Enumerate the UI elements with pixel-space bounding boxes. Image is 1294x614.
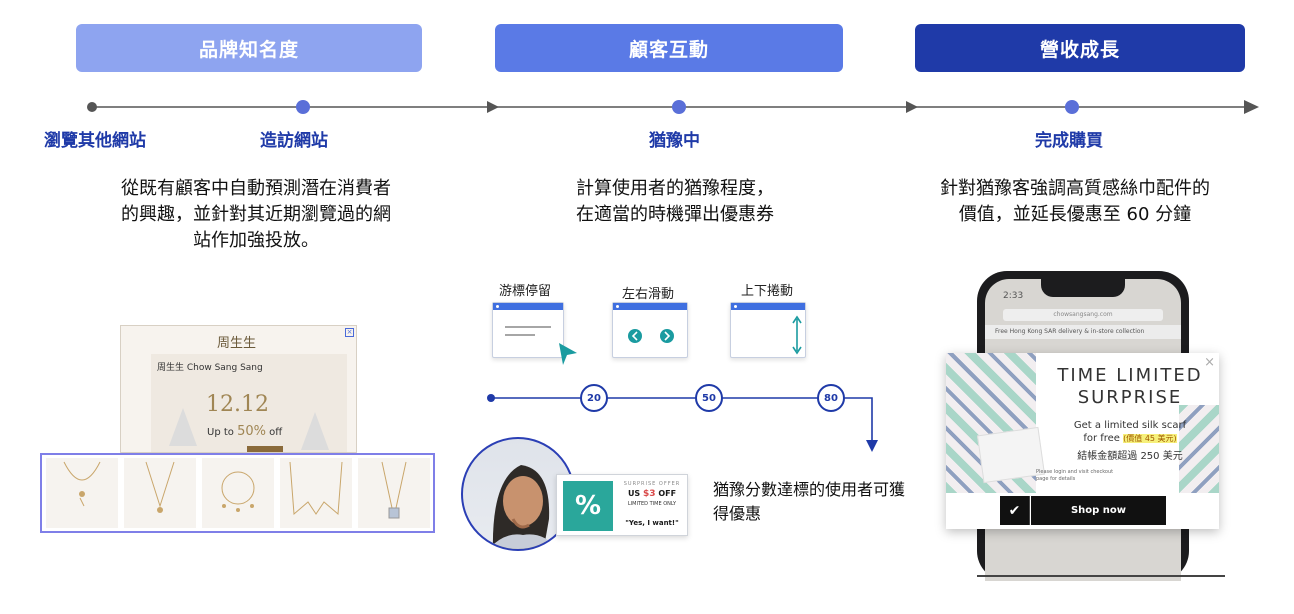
timeline-arrow-1	[487, 101, 499, 113]
ad-offer: Up to 50% off	[207, 424, 282, 439]
popup-subtitle: Get a limited silk scarf for free (價值 45…	[1041, 419, 1219, 445]
chevron-right-icon	[660, 329, 674, 343]
phone-banner: Free Hong Kong SAR delivery & in-store c…	[985, 325, 1181, 339]
desc-growth: 針對猶豫客強調高質感絲巾配件的 價值，並延長優惠至 60 分鐘	[890, 176, 1260, 228]
ad-brand: 周生生 Chow Sang Sang	[157, 363, 263, 373]
shop-now-button[interactable]: Shop now	[1031, 496, 1166, 525]
timeline-dot-hesitate	[672, 100, 686, 114]
scroll-window	[730, 302, 806, 358]
cursor-icon	[559, 343, 577, 365]
desc-awareness: 從既有顧客中自動預測潛在消費者 的興趣，並針對其近期瀏覽過的網 站作加強投放。	[70, 176, 442, 254]
timeline-arrow-2	[906, 101, 918, 113]
desc-engagement-line-2: 在適當的時機彈出優惠券	[576, 204, 774, 225]
chevron-left-icon	[628, 329, 642, 343]
behavior-swipe-label: 左右滑動	[622, 287, 675, 302]
timeline-dot-visit	[296, 100, 310, 114]
stage-customer-engagement: 顧客互動	[495, 24, 843, 72]
coupon-kicker: SURPRISE OFFER	[623, 481, 681, 487]
surprise-popup: × TIME LIMITED SURPRISE Get a limited si…	[946, 353, 1219, 529]
ad-offer-prefix: Up to	[207, 427, 234, 438]
popup-fine-line-1: Please login and visit checkout	[1036, 469, 1114, 475]
timeline	[87, 100, 1259, 114]
desc-growth-line-1: 針對猶豫客強調高質感絲巾配件的	[940, 178, 1210, 199]
window-bar	[731, 303, 805, 310]
ad-offer-pct: 50%	[237, 424, 266, 439]
check-icon[interactable]: ✔	[1000, 496, 1030, 525]
desc-awareness-line-3: 站作加強投放。	[193, 230, 319, 251]
timeline-dot-purchase	[1065, 100, 1079, 114]
ad-close-icon: ×	[345, 328, 354, 337]
score-80: 80	[817, 384, 845, 412]
necklace-image	[280, 458, 352, 528]
popup-sub-line-2: for free	[1083, 433, 1120, 444]
stage-brand-awareness: 品牌知名度	[76, 24, 422, 72]
bracelet-image	[202, 458, 274, 528]
desc-awareness-line-2: 的興趣，並針對其近期瀏覽過的網	[121, 204, 391, 225]
popup-value-note: (價值 45 美元)	[1123, 434, 1177, 443]
necklace-image	[124, 458, 196, 528]
ad-date: 12.12	[206, 392, 269, 417]
popup-fine-line-2: page for details	[1036, 476, 1076, 482]
behavior-scroll-label: 上下捲動	[741, 284, 794, 299]
ad-shop-button	[247, 446, 283, 452]
swipe-window	[612, 302, 688, 358]
phone-time: 2:33	[1003, 291, 1024, 301]
desc-awareness-line-1: 從既有顧客中自動預測潛在消費者	[121, 178, 391, 199]
popup-fine-print: Please login and visit checkout page for…	[1036, 469, 1146, 483]
percent-icon: %	[563, 481, 613, 531]
display-ad: 周生生 × 周生生 Chow Sang Sang 12.12 Up to 50%…	[120, 325, 357, 453]
popup-cn-condition: 結帳金額超過 250 美元	[1077, 451, 1183, 462]
hover-window	[492, 302, 577, 365]
ad-logo: 周生生	[217, 336, 257, 351]
window-bar	[493, 303, 563, 310]
window-bar	[613, 303, 687, 310]
desc-engagement: 計算使用者的猶豫程度， 在適當的時機彈出優惠券	[500, 176, 850, 228]
tree-icon	[301, 412, 329, 450]
desc-growth-line-2: 價值，並延長優惠至 60 分鐘	[958, 204, 1192, 225]
coupon-amount-prefix: US	[627, 489, 641, 498]
coupon-cta: "Yes, I want!"	[625, 519, 679, 527]
coupon-amount-suffix: OFF	[658, 489, 677, 498]
timeline-arrow-end	[1244, 100, 1259, 114]
popup-title-line-1: TIME LIMITED	[1057, 365, 1203, 386]
phone-url-bar: chowsangsang.com	[1003, 309, 1163, 321]
ad-offer-suffix: off	[269, 427, 283, 438]
score-line	[487, 394, 878, 452]
step-hesitating: 猶豫中	[649, 131, 700, 151]
scarf-image	[1179, 405, 1219, 493]
reward-text-line-1: 猶豫分數達標的使用者可獲	[713, 480, 906, 499]
ad-banner: 周生生 Chow Sang Sang 12.12 Up to 50% off	[151, 354, 347, 452]
score-50: 50	[695, 384, 723, 412]
coupon-limited: LIMITED TIME ONLY	[627, 501, 677, 507]
product-strip	[40, 453, 435, 533]
vertical-arrows-icon	[792, 315, 802, 355]
phone-base-line	[977, 575, 1225, 577]
gift-box-image	[976, 426, 1046, 484]
coupon-amount-value: $3	[643, 489, 656, 499]
step-visit-site: 造訪網站	[260, 131, 328, 151]
phone-notch	[1041, 279, 1125, 297]
step-purchase-complete: 完成購買	[1035, 131, 1103, 151]
coupon-card: % SURPRISE OFFER US $3 OFF LIMITED TIME …	[556, 474, 688, 536]
stage-revenue-growth: 營收成長	[915, 24, 1245, 72]
reward-text-line-2: 得優惠	[713, 504, 762, 523]
close-icon[interactable]: ×	[1204, 355, 1215, 370]
desc-engagement-line-1: 計算使用者的猶豫程度，	[576, 178, 774, 199]
coupon-amount: US $3 OFF	[617, 489, 687, 499]
popup-title: TIME LIMITED SURPRISE	[1041, 365, 1219, 409]
necklace-image	[46, 458, 118, 528]
tree-icon	[169, 408, 197, 446]
step-browse-other-sites: 瀏覽其他網站	[44, 131, 146, 151]
necklace-image	[358, 458, 430, 528]
behavior-hover-label: 游標停留	[499, 284, 552, 299]
reward-text: 猶豫分數達標的使用者可獲 得優惠	[713, 478, 938, 526]
popup-sub-line-1: Get a limited silk scarf	[1073, 420, 1187, 431]
timeline-dot-start	[87, 102, 97, 112]
popup-title-line-2: SURPRISE	[1077, 387, 1183, 408]
score-arrow-down	[866, 440, 878, 452]
score-20: 20	[580, 384, 608, 412]
